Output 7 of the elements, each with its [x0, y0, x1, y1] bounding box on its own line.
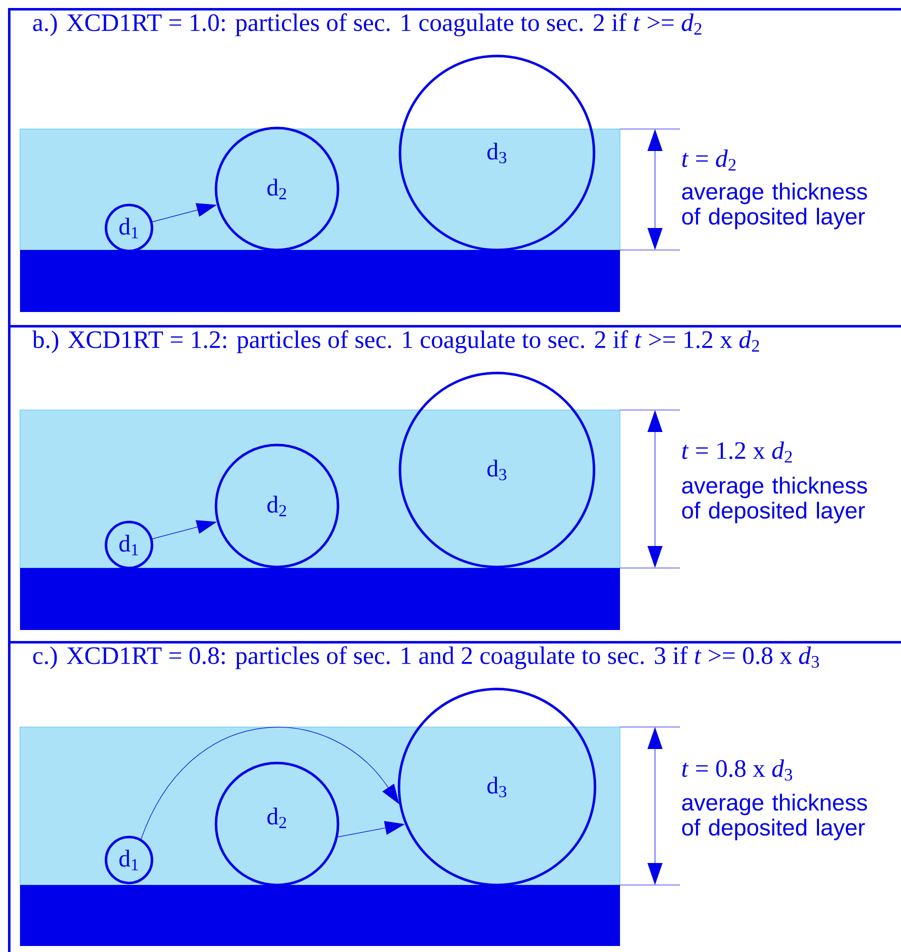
note: average thickness of deposited layer [682, 794, 867, 840]
arrow [140, 727, 400, 840]
dimension-label: t = d$_{2}$ [682, 149, 736, 171]
dimension-label: t = 1.2 x d$_{2}$ [682, 441, 792, 463]
note: average thickness of deposited layer [682, 182, 867, 230]
dimension-label: t = 0.8 x d$_{3}$ [682, 759, 792, 781]
note: average thickness of deposited layer [682, 476, 867, 524]
